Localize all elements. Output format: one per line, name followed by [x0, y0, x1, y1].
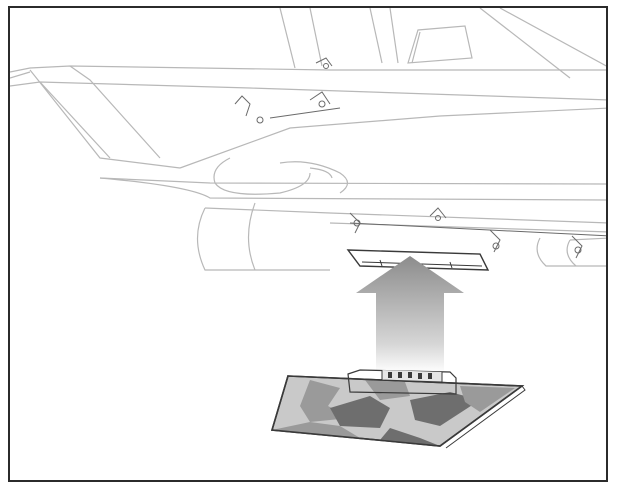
mount-plate — [346, 249, 490, 271]
installation-arrow — [356, 256, 464, 373]
hardpoint-fittings — [234, 57, 606, 259]
aircraft-installation-diagram — [10, 8, 606, 449]
lower-fuselage-outline — [99, 157, 606, 271]
wing-outline — [10, 65, 606, 169]
camouflage-pod — [270, 369, 526, 449]
illustration-frame — [8, 6, 608, 482]
fuselage-outline — [279, 8, 606, 79]
